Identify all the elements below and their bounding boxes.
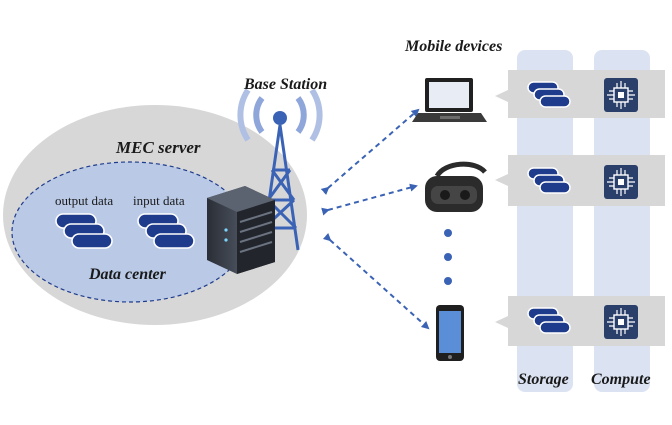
server-rack-icon [207, 186, 275, 274]
laptop-icon [412, 78, 487, 122]
output-data-storage-icon [55, 213, 113, 249]
vr-headset-icon [425, 161, 487, 212]
link-arrows [320, 108, 430, 330]
device-row-phone [495, 296, 665, 346]
data-center-label: Data center [89, 266, 166, 283]
storage-icon [527, 81, 571, 108]
cpu-chip-icon [604, 78, 638, 112]
device-row-laptop [495, 70, 665, 118]
mec-server-label: MEC server [116, 138, 201, 157]
storage-icon [527, 307, 571, 334]
storage-label: Storage [518, 371, 569, 388]
compute-label: Compute [591, 371, 651, 388]
mobile-devices-label: Mobile devices [405, 38, 503, 55]
cpu-chip-icon [604, 165, 638, 199]
more-devices-dots [444, 229, 452, 285]
device-row-headset [495, 155, 665, 206]
input-data-storage-icon [137, 213, 195, 249]
antenna-tower-icon [237, 88, 323, 251]
smartphone-icon [436, 305, 464, 361]
storage-icon [527, 167, 571, 194]
input-data-label: input data [133, 193, 185, 208]
cpu-chip-icon [604, 305, 638, 339]
output-data-label: output data [55, 193, 114, 208]
base-station-label: Base Station [244, 76, 328, 93]
